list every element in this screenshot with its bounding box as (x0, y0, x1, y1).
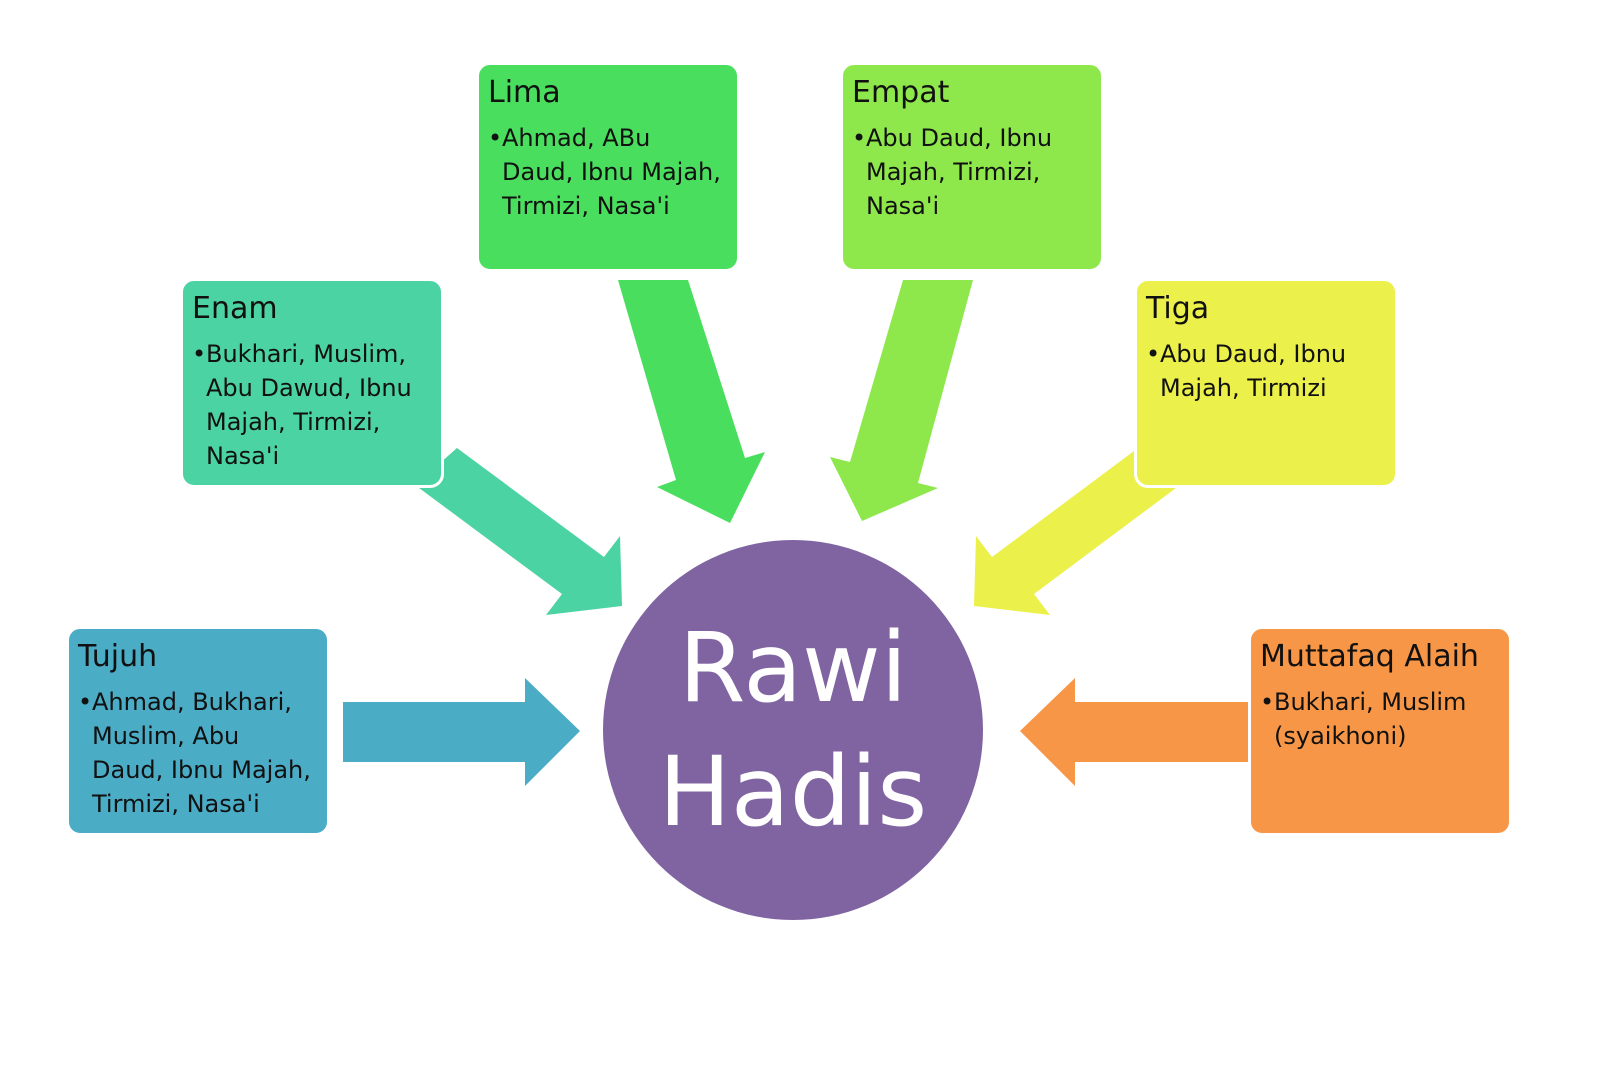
arrow-muttafaq (1020, 678, 1253, 786)
node-list: Abu Daud, Ibnu Majah, Tirmizi (1146, 337, 1385, 405)
node-list: Ahmad, ABu Daud, Ibnu Majah, Tirmizi, Na… (488, 121, 727, 223)
list-item: Bukhari, Muslim, Abu Dawud, Ibnu Majah, … (192, 337, 431, 473)
list-item: Ahmad, ABu Daud, Ibnu Majah, Tirmizi, Na… (488, 121, 727, 223)
node-list: Bukhari, Muslim, Abu Dawud, Ibnu Majah, … (192, 337, 431, 473)
node-tiga: Tiga Abu Daud, Ibnu Majah, Tirmizi (1134, 278, 1398, 488)
node-empat: Empat Abu Daud, Ibnu Majah, Tirmizi, Nas… (840, 62, 1104, 272)
arrow-lima (618, 280, 765, 523)
center-label-line1: Rawi (678, 612, 908, 724)
node-title: Tujuh (78, 639, 158, 674)
node-muttafaq: Muttafaq Alaih Bukhari, Muslim (syaikhon… (1248, 626, 1512, 836)
node-list: Abu Daud, Ibnu Majah, Tirmizi, Nasa'i (852, 121, 1091, 223)
list-item: Bukhari, Muslim (syaikhoni) (1260, 685, 1499, 753)
node-title: Lima (488, 75, 561, 110)
list-item: Abu Daud, Ibnu Majah, Tirmizi, Nasa'i (852, 121, 1091, 223)
node-title: Empat (852, 75, 950, 110)
center-label-line2: Hadis (658, 736, 928, 848)
node-title: Muttafaq Alaih (1260, 639, 1479, 674)
list-item: Ahmad, Bukhari, Muslim, Abu Daud, Ibnu M… (78, 685, 317, 821)
list-item: Abu Daud, Ibnu Majah, Tirmizi (1146, 337, 1385, 405)
node-title: Tiga (1146, 291, 1210, 326)
arrow-empat (830, 280, 973, 521)
node-title: Enam (192, 291, 278, 326)
arrow-enam (415, 448, 622, 615)
arrow-tiga (974, 448, 1180, 615)
center-node: Rawi Hadis (603, 540, 983, 920)
node-lima: Lima Ahmad, ABu Daud, Ibnu Majah, Tirmiz… (476, 62, 740, 272)
node-list: Bukhari, Muslim (syaikhoni) (1260, 685, 1499, 753)
node-list: Ahmad, Bukhari, Muslim, Abu Daud, Ibnu M… (78, 685, 317, 821)
arrow-tujuh (343, 678, 580, 786)
node-enam: Enam Bukhari, Muslim, Abu Dawud, Ibnu Ma… (180, 278, 444, 488)
node-tujuh: Tujuh Ahmad, Bukhari, Muslim, Abu Daud, … (66, 626, 330, 836)
